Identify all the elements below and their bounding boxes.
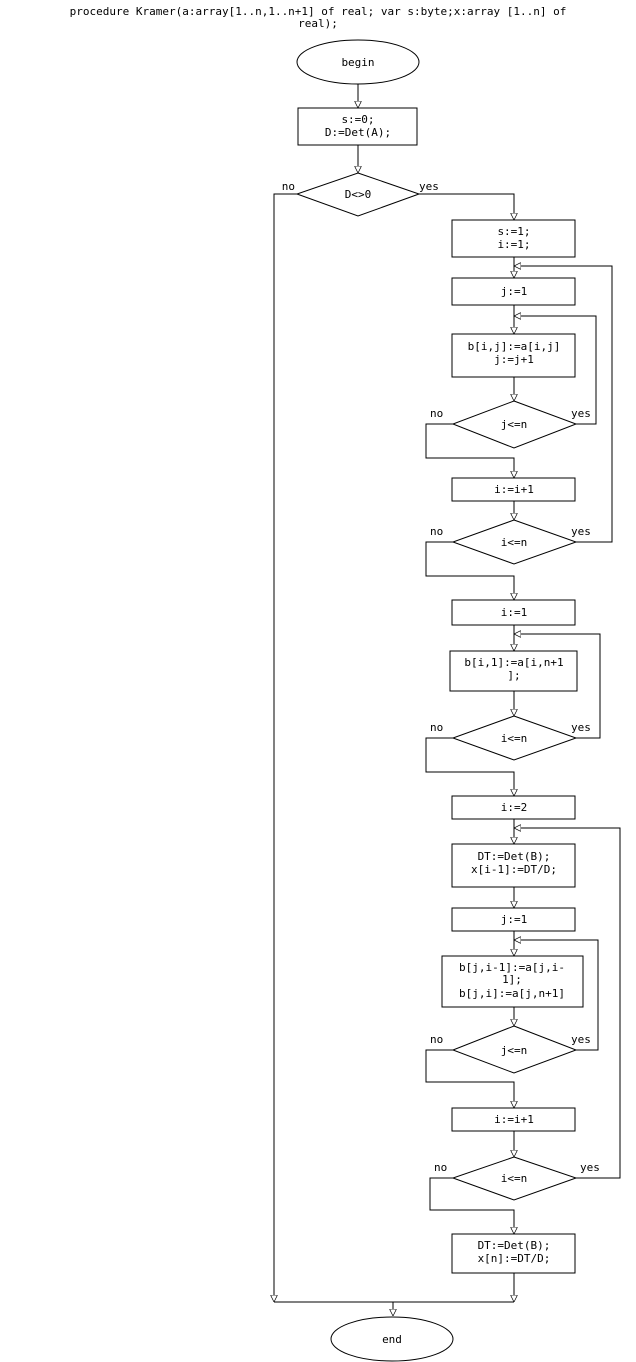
label-yes-j1: yes [571,407,591,420]
decision-j-le-n-2-text: j<=n [501,1044,528,1057]
node-i-init-2-text: i:=1 [501,606,528,619]
node-b-assign-1-text-1: b[i,j]:=a[i,j] [468,340,561,353]
node-init-text-2: D:=Det(A); [325,126,391,139]
node-b-assign-2-text-2: ]; [507,669,520,682]
decision-i-le-n-2: i<=n [451,715,578,761]
node-i-init-3: i:=2 [451,795,576,820]
node-j-init-1-text: j:=1 [501,285,528,298]
node-b-assign-2: b[i,1]:=a[i,n+1 ]; [449,650,578,692]
decision-i-le-n-3: i<=n [451,1156,578,1201]
label-yes-d: yes [419,180,439,193]
node-set-s-i: s:=1; i:=1; [451,219,576,258]
node-b-assign-3-text-2: 1]; [502,973,522,986]
decision-i-le-n-3-text: i<=n [501,1172,528,1185]
label-no-j1: no [430,407,443,420]
label-yes-i2: yes [571,721,591,734]
node-i-inc-2: i:=i+1 [451,1107,576,1132]
label-no-d: no [282,180,295,193]
decision-d-not-zero-text: D<>0 [345,188,372,201]
node-j-init-1: j:=1 [451,277,576,306]
node-det-loop: DT:=Det(B); x[i-1]:=DT/D; [451,843,576,888]
decision-j-le-n-1-text: j<=n [501,418,528,431]
node-i-inc-2-text: i:=i+1 [494,1113,534,1126]
label-no-i3: no [434,1161,447,1174]
node-end: end [330,1316,454,1362]
label-yes-i1: yes [571,525,591,538]
title-line-2: real); [298,17,338,30]
decision-i-le-n-2-text: i<=n [501,732,528,745]
node-det-final-text-2: x[n]:=DT/D; [478,1252,551,1265]
node-det-final: DT:=Det(B); x[n]:=DT/D; [451,1233,576,1274]
node-det-final-text-1: DT:=Det(B); [478,1239,551,1252]
node-b-assign-1-text-2: j:=j+1 [494,353,534,366]
node-b-assign-1: b[i,j]:=a[i,j] j:=j+1 [451,333,576,378]
node-i-inc-1-text: i:=i+1 [494,483,534,496]
node-j-init-2: j:=1 [451,907,576,932]
label-no-j2: no [430,1033,443,1046]
node-init-text-1: s:=0; [341,113,374,126]
decision-j-le-n-1: j<=n [451,400,578,449]
node-det-loop-text-1: DT:=Det(B); [478,850,551,863]
title-line-1: procedure Kramer(a:array[1..n,1..n+1] of… [70,5,567,18]
label-no-i1: no [430,525,443,538]
node-i-init-2: i:=1 [451,599,576,626]
node-b-assign-3-text-3: b[j,i]:=a[j,n+1] [459,987,565,1000]
node-init: s:=0; D:=Det(A); [297,107,418,146]
node-end-text: end [382,1333,402,1346]
node-begin: begin [296,39,420,85]
decision-i-le-n-1-text: i<=n [501,536,528,549]
node-set-s-i-text-1: s:=1; [497,225,530,238]
node-set-s-i-text-2: i:=1; [497,238,530,251]
label-no-i2: no [430,721,443,734]
node-det-loop-text-2: x[i-1]:=DT/D; [471,863,557,876]
node-b-assign-2-text-1: b[i,1]:=a[i,n+1 [464,656,563,669]
node-i-inc-1: i:=i+1 [451,477,576,502]
label-yes-i3: yes [580,1161,600,1174]
connectors [274,84,621,1316]
node-i-init-3-text: i:=2 [501,801,528,814]
decision-j-le-n-2: j<=n [451,1025,578,1074]
node-begin-text: begin [341,56,374,69]
node-b-assign-3: b[j,i-1]:=a[j,i- 1]; b[j,i]:=a[j,n+1] [441,955,584,1008]
node-j-init-2-text: j:=1 [501,913,528,926]
label-yes-j2: yes [571,1033,591,1046]
decision-i-le-n-1: i<=n [451,519,578,565]
decision-d-not-zero: D<>0 [295,172,421,217]
node-b-assign-3-text-1: b[j,i-1]:=a[j,i- [459,961,565,974]
